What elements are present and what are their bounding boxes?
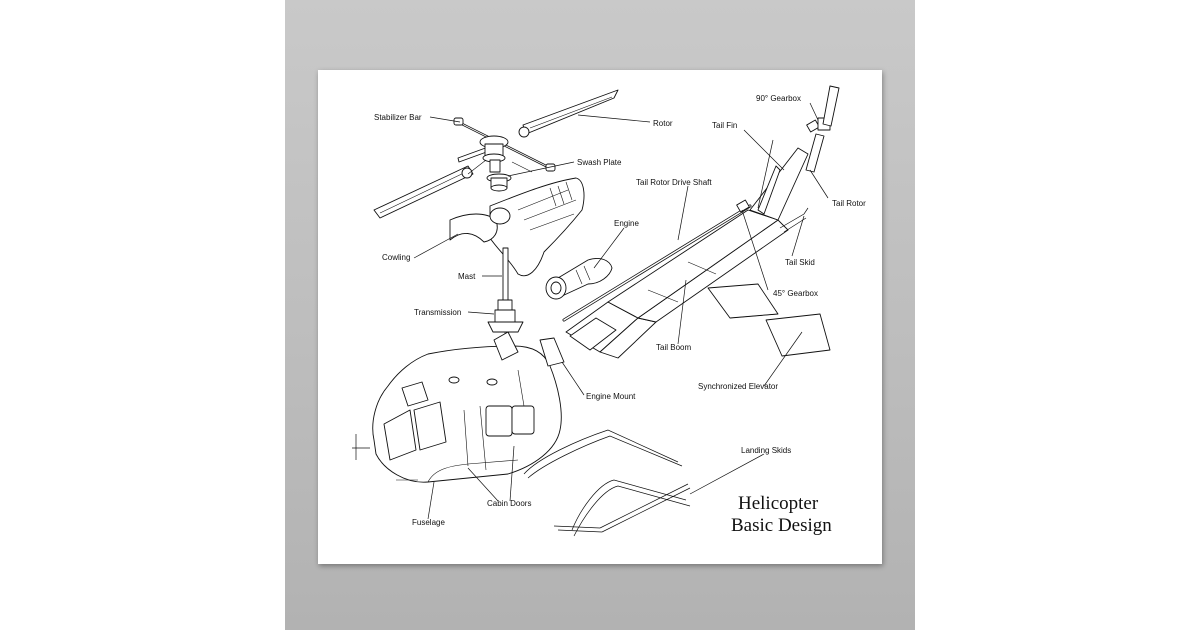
- cowling: [449, 177, 585, 277]
- main-rotor: [373, 89, 619, 219]
- rotor-head: [467, 135, 533, 192]
- synchronized-elevator: [707, 283, 831, 357]
- tail-rotor-drive-shaft: [562, 199, 752, 322]
- fuselage: [352, 331, 565, 483]
- label-gearbox-90: 90° Gearbox: [756, 94, 801, 103]
- tail-skid: [779, 207, 809, 233]
- tail-rotor: [805, 85, 840, 173]
- landing-skids: [523, 429, 691, 537]
- label-transmission: Transmission: [414, 308, 461, 317]
- leader-lines: [413, 102, 829, 520]
- label-tail-rotor: Tail Rotor: [832, 199, 866, 208]
- tail-fin: [749, 139, 809, 221]
- label-swash-plate: Swash Plate: [577, 158, 622, 167]
- label-fuselage: Fuselage: [412, 518, 445, 527]
- label-tail-skid: Tail Skid: [785, 258, 815, 267]
- label-mast: Mast: [458, 272, 476, 281]
- label-engine-mount: Engine Mount: [586, 392, 636, 401]
- title-line-1: Helicopter: [738, 493, 819, 514]
- label-rotor: Rotor: [653, 119, 673, 128]
- tail-boom: [565, 209, 789, 359]
- label-gearbox-45: 45° Gearbox: [773, 289, 818, 298]
- label-engine: Engine: [614, 219, 639, 228]
- label-cowling: Cowling: [382, 253, 410, 262]
- poster: Stabilizer Bar Rotor Swash Plate Tail Ro…: [318, 70, 882, 564]
- labels: Stabilizer Bar Rotor Swash Plate Tail Ro…: [374, 94, 866, 527]
- label-tail-fin: Tail Fin: [712, 121, 737, 130]
- label-tail-boom: Tail Boom: [656, 343, 691, 352]
- title-line-2: Basic Design: [731, 515, 832, 536]
- poster-title: Helicopter Basic Design: [731, 493, 832, 536]
- engine: [545, 257, 613, 300]
- helicopter-diagram: Stabilizer Bar Rotor Swash Plate Tail Ro…: [352, 85, 866, 537]
- label-tail-rotor-drive-shaft: Tail Rotor Drive Shaft: [636, 178, 712, 187]
- mast-transmission: [487, 247, 524, 342]
- label-landing-skids: Landing Skids: [741, 446, 791, 455]
- label-synchronized-elevator: Synchronized Elevator: [698, 382, 778, 391]
- label-cabin-doors: Cabin Doors: [487, 499, 531, 508]
- label-stabilizer-bar: Stabilizer Bar: [374, 113, 422, 122]
